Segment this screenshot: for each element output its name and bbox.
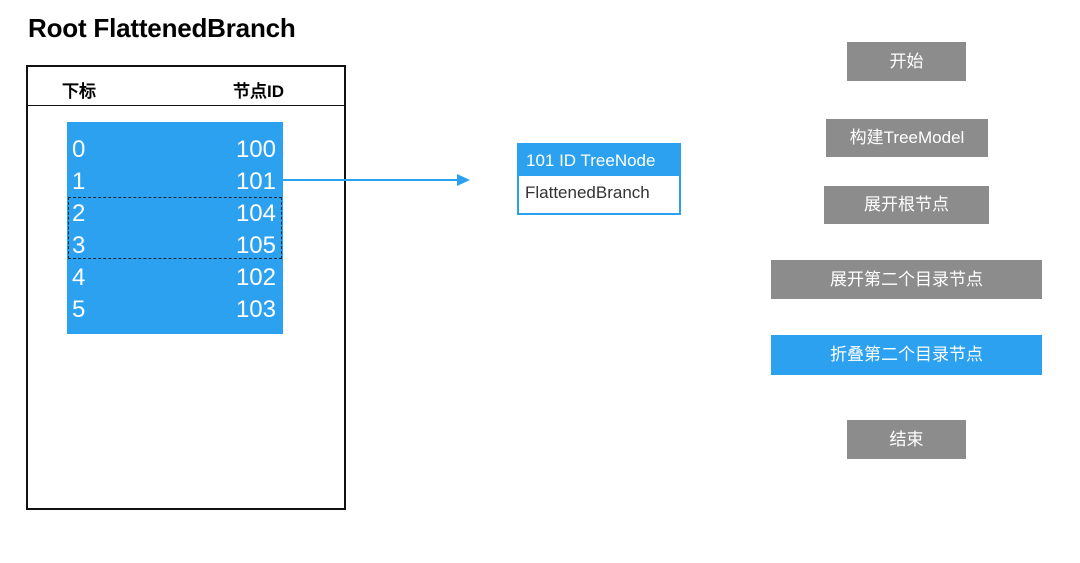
- arrow-head-icon: [457, 174, 470, 186]
- table-row: 1 101: [67, 166, 283, 198]
- table-row: 3 105: [67, 230, 283, 262]
- row-index: 3: [72, 232, 86, 259]
- tree-node-header: 101 ID TreeNode: [519, 145, 679, 176]
- row-node-id: 104: [235, 200, 276, 227]
- table-rows: 0 100 1 101 2 104 3 105 4 102 5 103: [67, 122, 283, 334]
- row-index: 0: [72, 136, 86, 163]
- tree-node-card: 101 ID TreeNode FlattenedBranch: [517, 143, 681, 215]
- table-header: 下标 节点ID: [28, 67, 344, 106]
- step-expand-second-dir[interactable]: 展开第二个目录节点: [771, 260, 1042, 299]
- step-end[interactable]: 结束: [847, 420, 966, 459]
- table-row: 5 103: [67, 294, 283, 326]
- step-expand-root[interactable]: 展开根节点: [824, 186, 989, 224]
- step-start[interactable]: 开始: [847, 42, 966, 81]
- row-index: 5: [72, 296, 86, 323]
- row-index: 2: [72, 200, 86, 227]
- row-node-id: 103: [235, 296, 276, 323]
- table-row: 2 104: [67, 198, 283, 230]
- step-collapse-second-dir[interactable]: 折叠第二个目录节点: [771, 335, 1042, 375]
- row-node-id: 105: [235, 232, 276, 259]
- row-index: 4: [72, 264, 86, 291]
- row-node-id: 102: [235, 264, 276, 291]
- step-build-treemodel[interactable]: 构建TreeModel: [826, 119, 988, 157]
- row-index: 1: [72, 168, 86, 195]
- table-row: 0 100: [67, 134, 283, 166]
- diagram-title: Root FlattenedBranch: [28, 13, 296, 43]
- flattened-branch-table: 下标 节点ID 0 100 1 101 2 104 3 105 4 102 5 …: [26, 65, 346, 510]
- row-node-id: 101: [235, 168, 276, 195]
- table-row: 4 102: [67, 262, 283, 294]
- header-index: 下标: [62, 82, 96, 101]
- tree-node-body: FlattenedBranch: [525, 183, 650, 202]
- row-node-id: 100: [235, 136, 276, 163]
- header-node-id: 节点ID: [233, 82, 284, 101]
